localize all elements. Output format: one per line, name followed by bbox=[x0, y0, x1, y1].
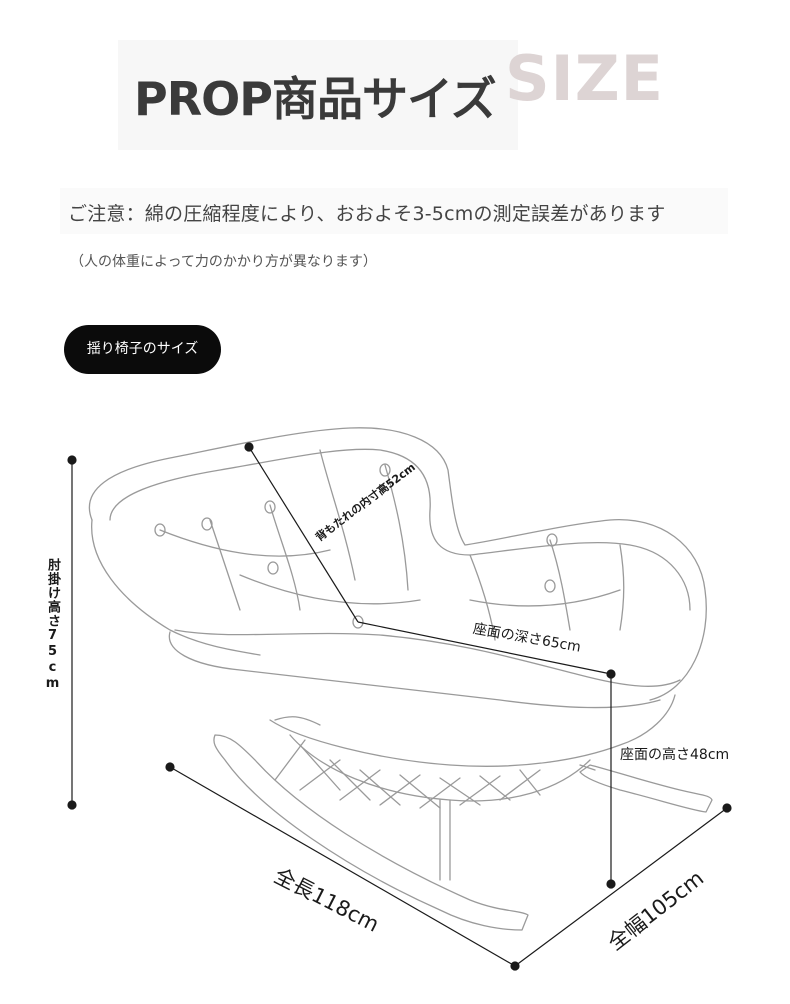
tuft-seam bbox=[239, 574, 421, 605]
dimension-endpoint bbox=[722, 803, 732, 813]
tuft-seam bbox=[619, 544, 625, 631]
chair-seat-bottom bbox=[269, 694, 676, 767]
dimension-endpoint bbox=[165, 762, 175, 772]
tuft-button bbox=[201, 517, 213, 531]
arm-height-label: 肘掛け高さ75cm bbox=[45, 558, 60, 692]
tuft-seam bbox=[269, 504, 301, 611]
chair-front-roll-lower bbox=[168, 631, 661, 709]
tuft-seam bbox=[469, 589, 621, 607]
tuft-seam bbox=[159, 529, 331, 557]
dimension-endpoint bbox=[67, 800, 77, 810]
tuft-button bbox=[379, 463, 391, 477]
chair-seat-edge bbox=[274, 716, 321, 726]
frame-basket-wires bbox=[299, 759, 541, 809]
title-background bbox=[118, 40, 518, 150]
tuft-button bbox=[546, 533, 558, 547]
right-rocker bbox=[579, 764, 713, 813]
tuft-seam bbox=[209, 519, 241, 611]
chair-cushion-outline bbox=[109, 448, 691, 611]
frame-legs bbox=[274, 739, 596, 881]
tuft-seam bbox=[469, 554, 496, 641]
tuft-seam bbox=[549, 539, 571, 631]
frame-basket-wires bbox=[299, 744, 541, 809]
tuft-button bbox=[154, 523, 166, 537]
width-dimension-line bbox=[514, 807, 728, 967]
length-dimension-line bbox=[169, 766, 516, 967]
size-watermark: SIZE bbox=[505, 42, 665, 115]
seat-depth-dimension-line bbox=[357, 621, 612, 675]
tuft-seam bbox=[319, 449, 356, 581]
seat-height-label: 座面の高さ48cm bbox=[620, 747, 730, 763]
tuft-button bbox=[352, 615, 364, 629]
tuft-button bbox=[264, 500, 276, 514]
dimension-endpoint bbox=[244, 442, 254, 452]
measurement-note: ご注意：綿の圧縮程度により、おおよそ3-5cmの測定誤差があります bbox=[68, 203, 666, 225]
tuft-button bbox=[267, 561, 279, 575]
measurement-subnote: （人の体重によって力のかかり方が異なります） bbox=[70, 254, 377, 270]
note-background bbox=[60, 188, 728, 234]
chair-front-roll bbox=[174, 629, 681, 687]
chair-left-arm-outline bbox=[91, 519, 261, 656]
left-rocker bbox=[213, 734, 529, 931]
dimension-endpoint bbox=[67, 455, 77, 465]
chair-back-outline bbox=[88, 427, 707, 701]
dimension-endpoint bbox=[606, 879, 616, 889]
back-height-dimension-line bbox=[248, 446, 359, 623]
tuft-seam bbox=[384, 464, 409, 591]
section-label: 揺り椅子のサイズ bbox=[64, 325, 221, 374]
page-title: PROP商品サイズ bbox=[134, 72, 497, 126]
tuft-button bbox=[544, 579, 556, 593]
